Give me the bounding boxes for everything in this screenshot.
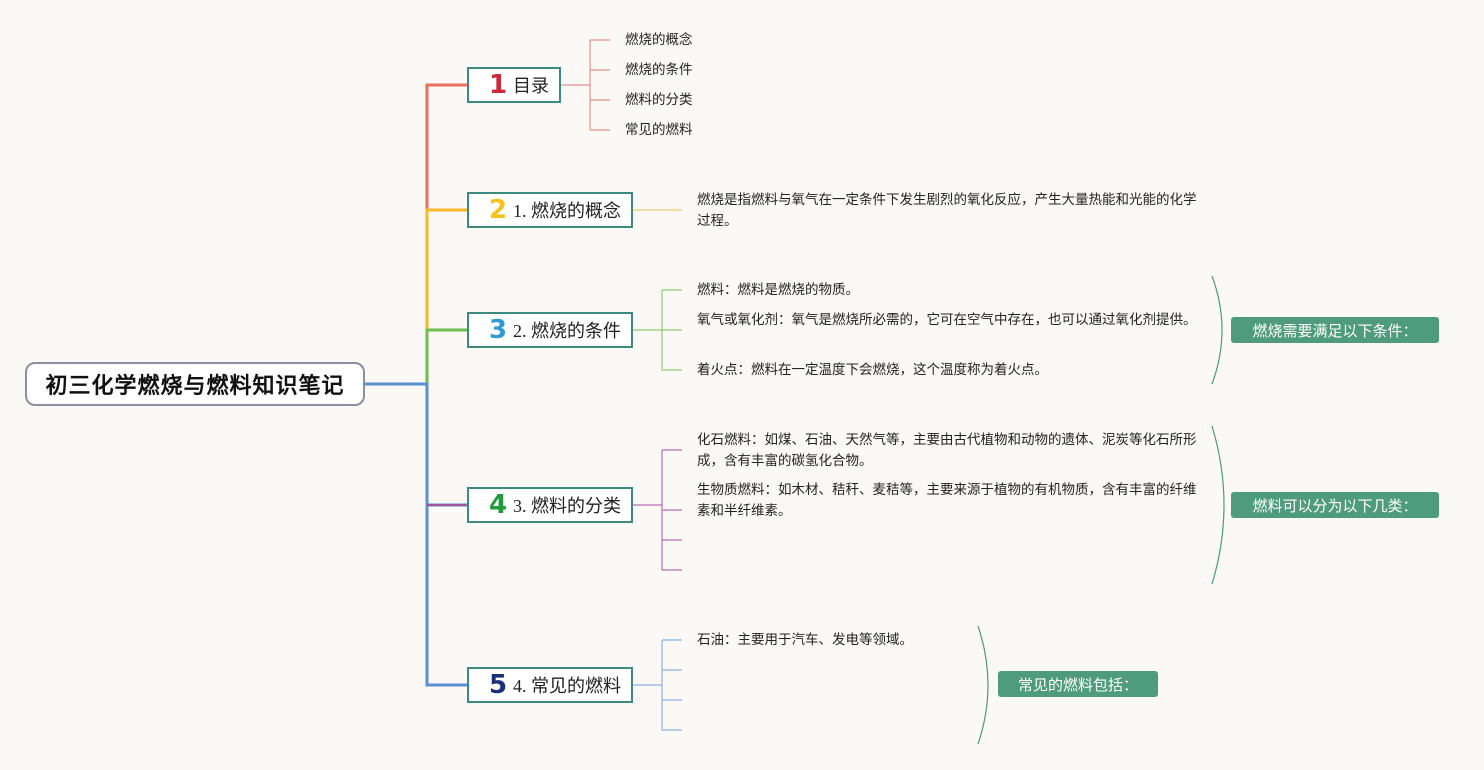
- summary-label[interactable]: 常见的燃料包括：: [998, 671, 1158, 697]
- topic-contents[interactable]: 1 目录: [467, 67, 561, 103]
- subtopic[interactable]: 生物质燃料：如木材、秸秆、麦秸等，主要来源于植物的有机物质，含有丰富的纤维素和半…: [697, 482, 1197, 519]
- topic-label: 目录: [513, 76, 549, 96]
- number-2-icon: 2: [488, 195, 508, 225]
- brace-summary-4: [1211, 425, 1225, 585]
- topic-combustion-concept[interactable]: 2 1. 燃烧的概念: [467, 192, 633, 228]
- trunk-branch-3: [425, 328, 467, 384]
- subtopic[interactable]: 化石燃料：如煤、石油、天然气等，主要由古代植物和动物的遗体、泥炭等化石所形成，含…: [697, 432, 1197, 469]
- summary-label[interactable]: 燃烧需要满足以下条件：: [1231, 317, 1439, 343]
- brace-summary-5: [977, 625, 989, 745]
- topic-label: 1. 燃烧的概念: [513, 201, 621, 221]
- root-topic[interactable]: 初三化学燃烧与燃料知识笔记: [25, 362, 365, 406]
- trunk-branch-2: [425, 208, 467, 384]
- topic-combustion-conditions[interactable]: 3 2. 燃烧的条件: [467, 312, 633, 348]
- subtopic[interactable]: 常见的燃料: [625, 122, 693, 138]
- number-1-icon: 1: [488, 70, 508, 100]
- number-3-icon: 3: [488, 315, 508, 345]
- summary-label[interactable]: 燃料可以分为以下几类：: [1231, 492, 1439, 518]
- trunk-branch-5: [425, 505, 467, 687]
- trunk-branch-1: [365, 83, 467, 386]
- subtopic[interactable]: 氧气或氧化剂：氧气是燃烧所必需的，它可在空气中存在，也可以通过氧化剂提供。: [697, 312, 1197, 328]
- number-5-icon: 5: [488, 670, 508, 700]
- topic-fuel-classification[interactable]: 4 3. 燃料的分类: [467, 487, 633, 523]
- subtopic[interactable]: 燃烧是指燃料与氧气在一定条件下发生剧烈的氧化反应，产生大量热能和光能的化学过程。: [697, 192, 1197, 229]
- topic-label: 3. 燃料的分类: [513, 496, 621, 516]
- subtopic[interactable]: 燃烧的概念: [625, 32, 693, 48]
- subtopic[interactable]: 燃料：燃料是燃烧的物质。: [697, 282, 859, 298]
- number-4-icon: 4: [488, 490, 508, 520]
- topic-label: 4. 常见的燃料: [513, 676, 621, 696]
- brace-summary-3: [1211, 275, 1223, 385]
- topic-label: 2. 燃烧的条件: [513, 321, 621, 341]
- topic-common-fuels[interactable]: 5 4. 常见的燃料: [467, 667, 633, 703]
- subtopic[interactable]: 着火点：燃料在一定温度下会燃烧，这个温度称为着火点。: [697, 362, 1048, 378]
- subtopic[interactable]: 燃料的分类: [625, 92, 693, 108]
- subtopic[interactable]: 石油：主要用于汽车、发电等领域。: [697, 632, 913, 648]
- subtopic[interactable]: 燃烧的条件: [625, 62, 693, 78]
- trunk-branch-4: [365, 382, 467, 507]
